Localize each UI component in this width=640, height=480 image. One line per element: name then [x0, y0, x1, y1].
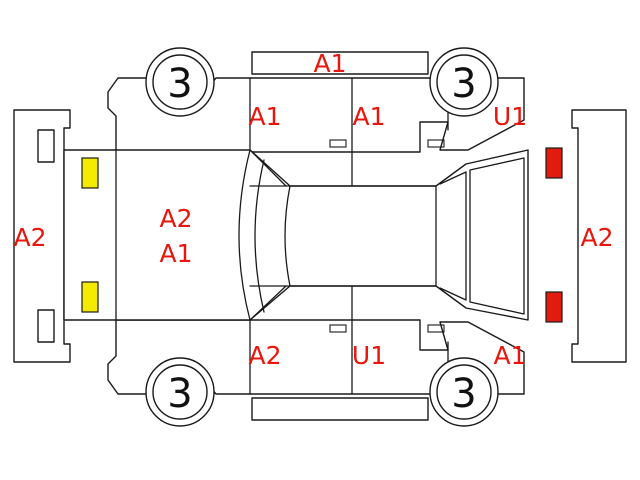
code-front-door-bottom: A2: [248, 341, 281, 370]
wheel-number: 3: [167, 371, 192, 417]
front-light-bottom: [81, 281, 99, 313]
rear-light-bottom: [545, 291, 563, 323]
front-light-top: [81, 157, 99, 189]
code-rear-bumper: A2: [580, 223, 613, 252]
code-hood-1: A2: [159, 204, 192, 233]
wheel-front-right: 3: [145, 357, 215, 427]
bottom-side-sill: [251, 397, 429, 421]
code-front-bumper: A2: [13, 223, 46, 252]
wheel-number: 3: [167, 61, 192, 107]
code-hood-2: A1: [159, 239, 192, 268]
car-top-view: [63, 149, 529, 321]
rear-bumper: [571, 109, 627, 363]
code-rear-quarter-top: U1: [493, 102, 527, 131]
wheel-rear-left: 3: [429, 47, 499, 117]
wheel-rear-right: 3: [429, 357, 499, 427]
rear-light-top: [545, 147, 563, 179]
code-roof-top-edge: A1: [313, 49, 346, 78]
front-bumper: [13, 109, 71, 363]
wheel-number: 3: [451, 61, 476, 107]
wheel-front-left: 3: [145, 47, 215, 117]
code-rear-quarter-bottom: A1: [493, 341, 526, 370]
code-rear-door-bottom: U1: [352, 341, 386, 370]
code-front-door-top: A1: [248, 102, 281, 131]
wheel-number: 3: [451, 371, 476, 417]
code-rear-door-top: A1: [352, 102, 385, 131]
top-side-sill: [251, 51, 429, 75]
